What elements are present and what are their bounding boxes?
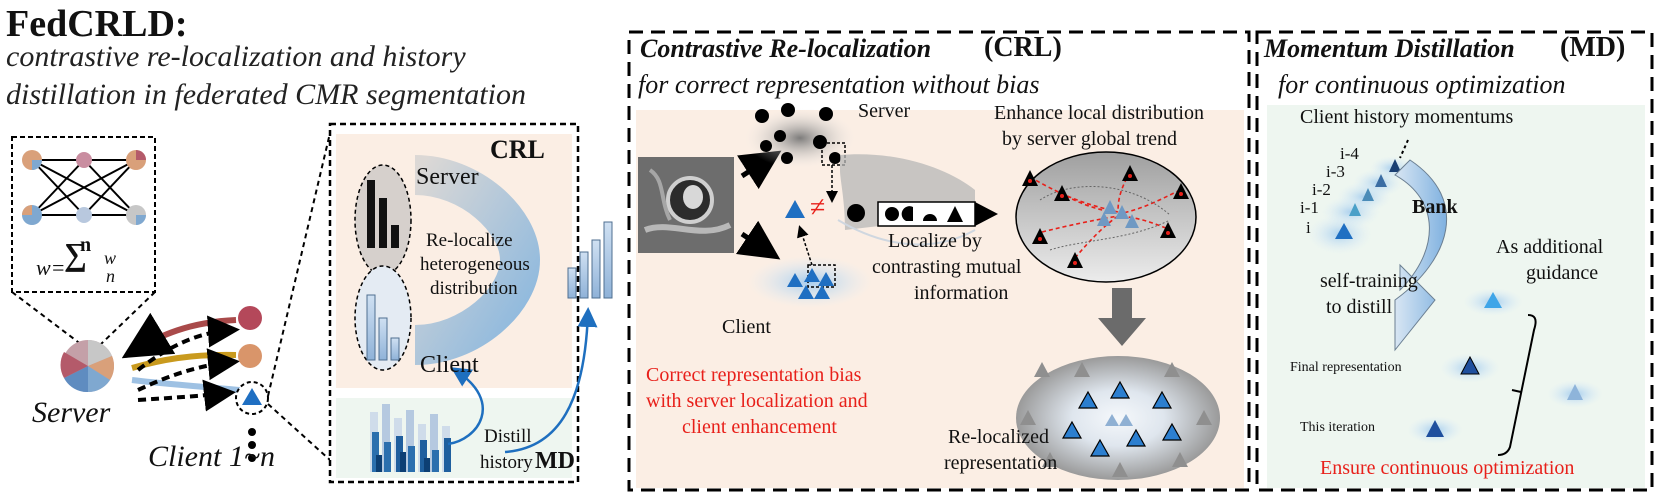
md-additional-1: As additional	[1496, 236, 1604, 258]
inset-crl-tag: CRL	[490, 135, 545, 164]
md-ensure-label: Ensure continuous optimization	[1320, 457, 1575, 479]
server-pie-chart	[60, 340, 115, 393]
md-additional-2: guidance	[1526, 262, 1599, 284]
crl-enhance-1: Enhance local distribution	[994, 102, 1204, 124]
left-server-label: Server	[32, 396, 111, 429]
crl-correct-3: client enhancement	[682, 416, 837, 438]
inset-distill-1: Distill	[484, 426, 532, 447]
crl-heading-tag: (CRL)	[984, 32, 1062, 63]
history-histogram	[370, 404, 451, 472]
crl-correct-1: Correct representation bias	[646, 364, 862, 386]
inset-relocalize-1: Re-localize	[426, 230, 513, 251]
network-graph-box	[11, 136, 156, 346]
md-index-i-4: i-4	[1340, 144, 1359, 163]
md-history-label: Client history momentums	[1300, 106, 1514, 128]
crl-heading: Contrastive Re-localization	[640, 34, 932, 63]
md-bank-label: Bank	[1412, 196, 1458, 218]
page-title: FedCRLD:	[6, 3, 188, 45]
crl-localize-3: information	[914, 282, 1009, 304]
md-index-i-3: i-3	[1326, 162, 1345, 181]
subtitle-line-1: contrastive re-localization and history	[6, 40, 466, 73]
inset-relocalize-3: distribution	[430, 278, 518, 299]
crl-panel	[627, 30, 1251, 492]
client-server-arrows	[121, 312, 241, 412]
md-heading-tag: (MD)	[1560, 32, 1626, 63]
inset-relocalize-2: heterogeneous	[420, 254, 530, 275]
formula-w: w=	[36, 255, 66, 280]
md-final-representation: Final representation	[1290, 360, 1402, 375]
client-nodes	[235, 132, 331, 462]
formula-num: w	[104, 248, 117, 268]
left-client-label: Client 1~n	[148, 440, 276, 473]
md-index-i-2: i-2	[1312, 180, 1331, 199]
md-self-training-2: to distill	[1326, 296, 1393, 318]
subtitle-line-2: distillation in federated CMR segmentati…	[6, 78, 526, 111]
crl-subheading: for correct representation without bias	[638, 70, 1040, 99]
crl-relocalized-1: Re-localized	[948, 426, 1050, 448]
crl-localize-2: contrasting mutual	[872, 256, 1022, 278]
crl-localize-1: Localize by	[888, 230, 982, 252]
md-this-iteration: This iteration	[1300, 420, 1376, 435]
crl-enhance-2: by server global trend	[1002, 128, 1177, 150]
md-index-i: i	[1306, 218, 1311, 237]
md-panel	[1255, 30, 1654, 492]
crl-client-label: Client	[722, 316, 771, 338]
crl-correct-2: with server localization and	[646, 390, 868, 412]
md-self-training-1: self-training	[1320, 270, 1418, 292]
inset-panel	[328, 122, 613, 484]
formula-top: n	[80, 234, 92, 256]
inset-server-label: Server	[416, 164, 479, 190]
md-index-i-1: i-1	[1300, 198, 1319, 217]
md-heading: Momentum Distillation	[1264, 34, 1515, 63]
crl-server-label: Server	[858, 100, 911, 122]
md-subheading: for continuous optimization	[1278, 70, 1566, 99]
inset-distill-2: history	[480, 452, 533, 473]
formula-den: n	[106, 266, 115, 286]
crl-relocalized-2: representation	[944, 452, 1058, 474]
not-equal-sign: ≠	[810, 192, 826, 223]
inset-md-tag: MD	[535, 448, 575, 474]
inset-client-label: Client	[420, 352, 479, 378]
formula-sum: ∑	[64, 236, 87, 272]
network-node-pies	[22, 150, 146, 225]
